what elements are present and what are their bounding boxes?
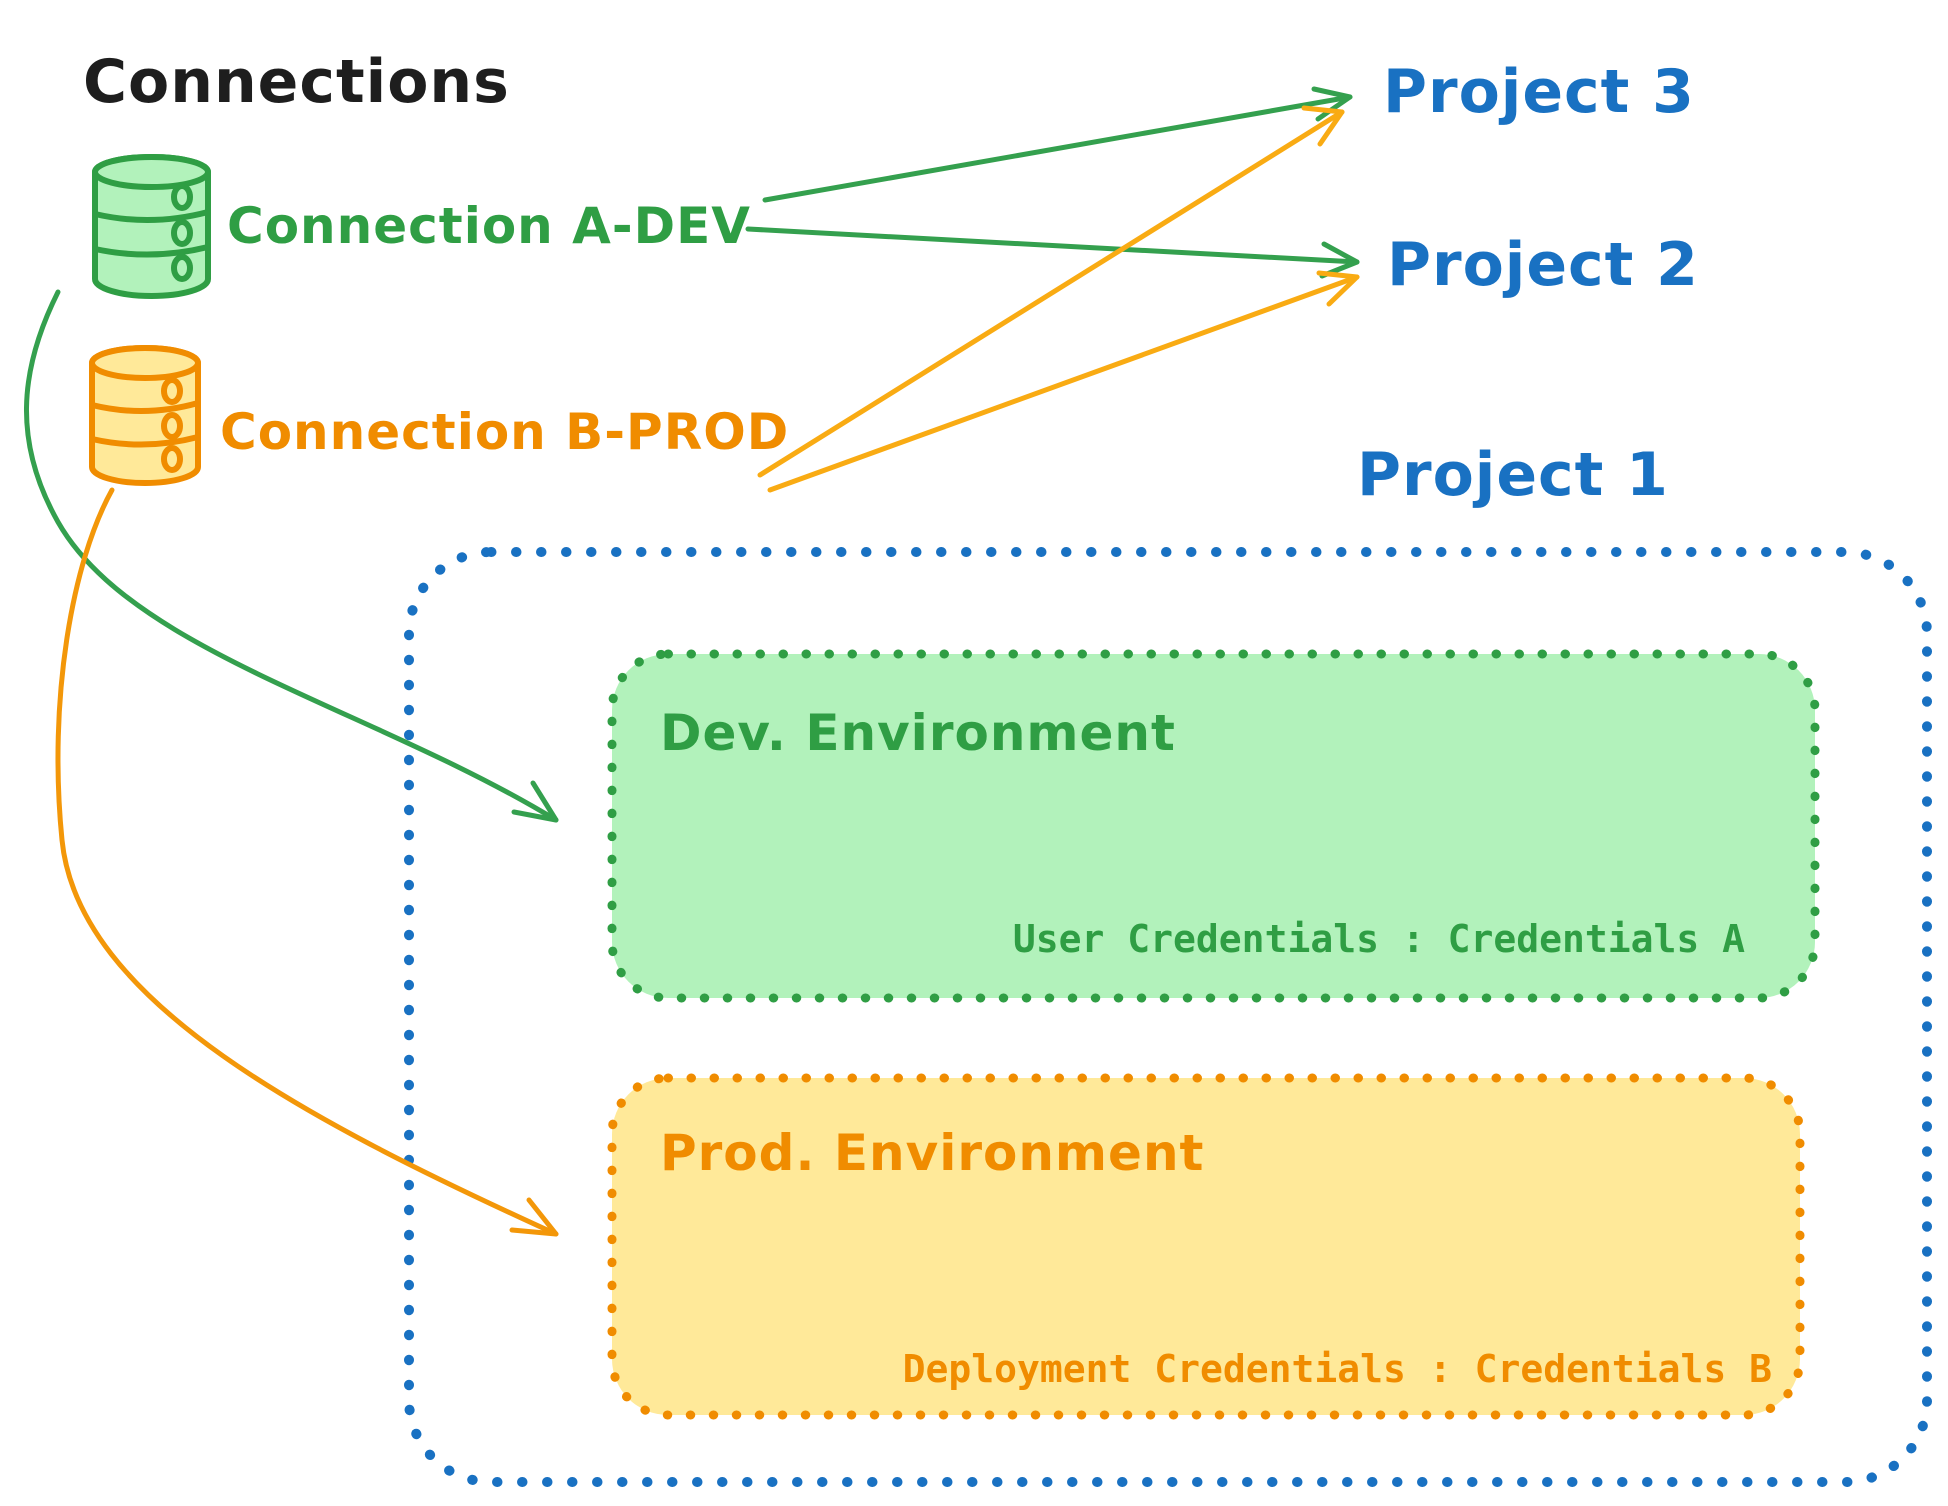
prod-environment-box: Prod. Environment Deployment Credentials… — [607, 1073, 1805, 1420]
arrow-adev-project3 — [762, 86, 1353, 203]
arrow-bprod-prodenv — [55, 487, 559, 1237]
dev-environment-box: Dev. Environment User Credentials : Cred… — [607, 649, 1820, 1003]
arrowhead-icon — [1301, 105, 1345, 147]
dev-environment-title: Dev. Environment — [660, 704, 1176, 762]
project-2-label: Project 2 — [1387, 230, 1699, 300]
arrowhead-icon — [511, 780, 559, 823]
connection-b-prod-label: Connection B-PROD — [220, 403, 789, 461]
project-3-label: Project 3 — [1383, 57, 1695, 127]
arrowhead-icon — [1319, 241, 1360, 279]
prod-environment-rect — [607, 1073, 1805, 1420]
connection-a-dev-label: Connection A-DEV — [227, 197, 751, 255]
project1-container — [404, 547, 1932, 1487]
arrow-adev-project2 — [745, 226, 1360, 279]
prod-environment-title: Prod. Environment — [660, 1124, 1204, 1182]
arrow-adev-devenv — [24, 289, 559, 823]
arrowhead-icon — [509, 1197, 559, 1237]
arrowhead-icon — [1316, 270, 1360, 307]
project-1-label: Project 1 — [1357, 440, 1669, 510]
database-icon-prod — [89, 345, 201, 486]
arrow-bprod-project3 — [757, 105, 1345, 478]
database-icon-dev — [92, 154, 211, 299]
diagram-title: Connections — [83, 47, 510, 117]
dev-environment-rect — [607, 649, 1820, 1003]
prod-credentials-label: Deployment Credentials : Credentials B — [903, 1347, 1772, 1391]
project1-box — [404, 547, 1932, 1487]
arrow-bprod-project2 — [767, 270, 1360, 493]
dev-credentials-label: User Credentials : Credentials A — [1013, 917, 1745, 961]
